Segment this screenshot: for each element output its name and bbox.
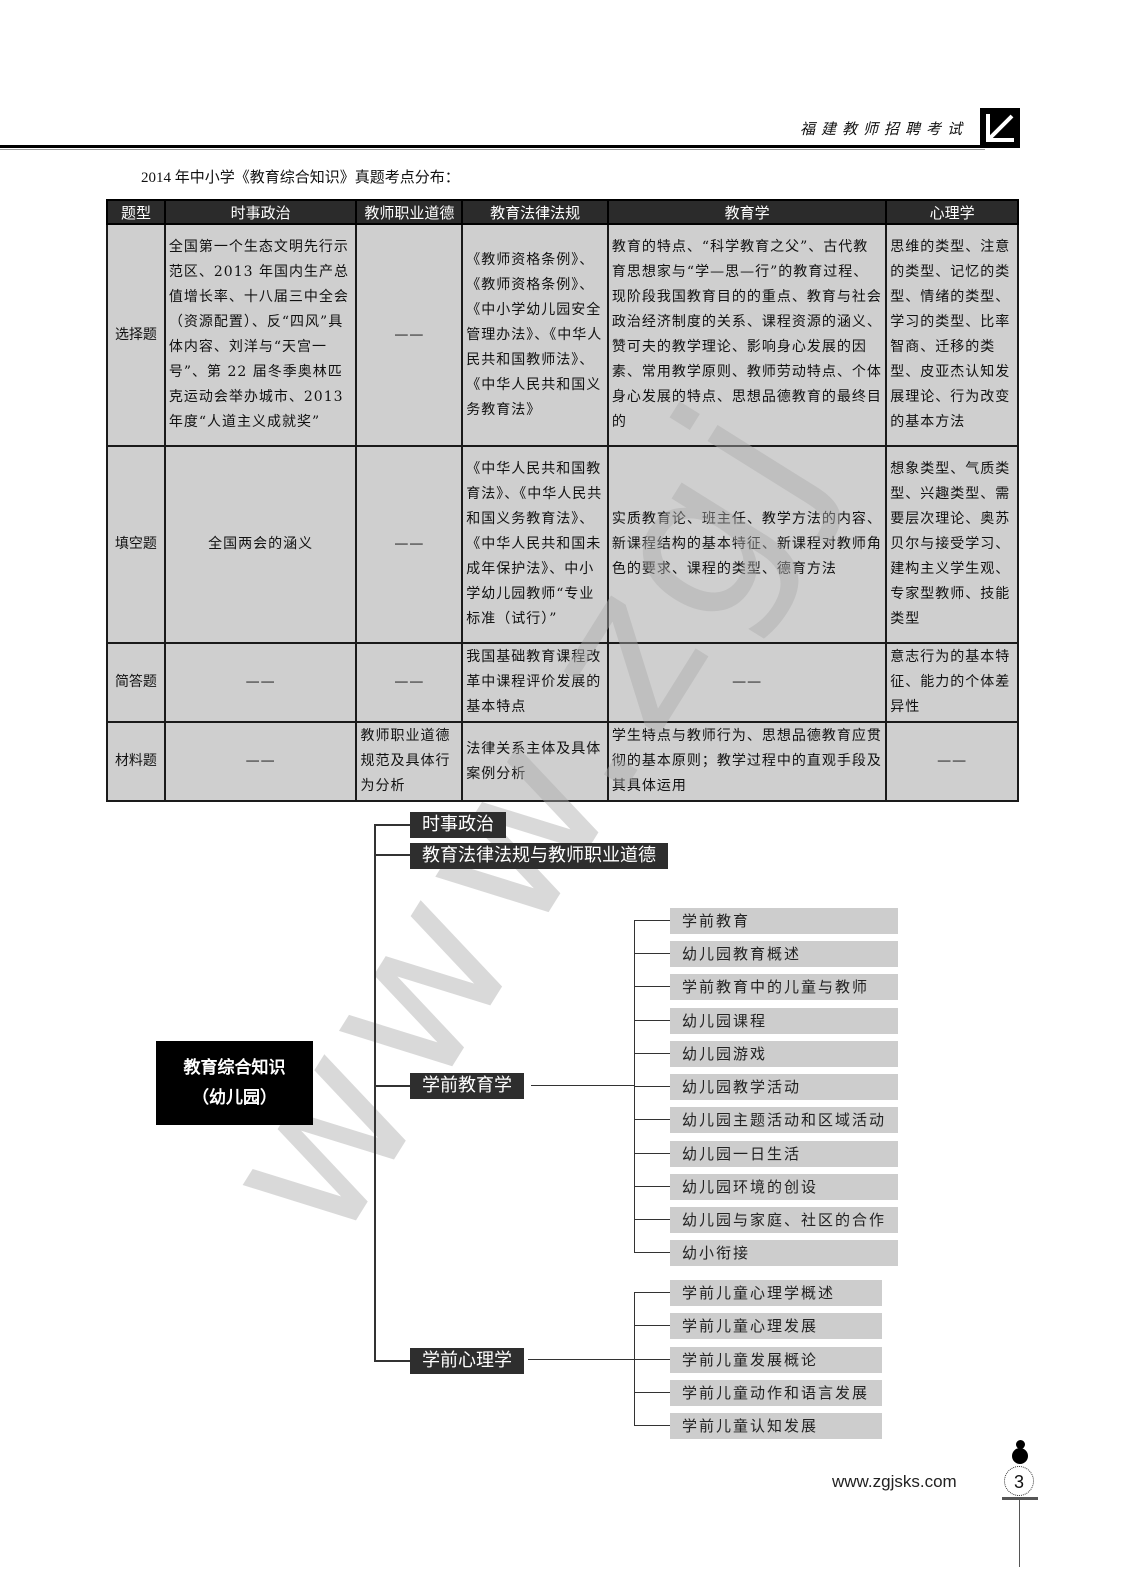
- connector: [374, 1085, 410, 1087]
- cell-psychology: ——: [885, 721, 1019, 802]
- cell-law: 我国基础教育课程改革中课程评价发展的基本特点: [461, 642, 609, 723]
- footer-url[interactable]: www.zgjsks.com: [832, 1472, 957, 1491]
- col-header-type: 题型: [106, 199, 166, 225]
- cell-psychology: 思维的类型、注意的类型、记忆的类型、情绪的类型、学习的类型、比率智商、迁移的类型…: [885, 223, 1019, 447]
- branch-preschool-psychology: 学前心理学: [410, 1348, 524, 1374]
- row-type: 简答题: [106, 642, 166, 723]
- connector: [374, 824, 410, 826]
- leaf: 学前儿童心理发展: [670, 1313, 882, 1339]
- connector: [531, 1085, 635, 1086]
- table-row: 材料题 —— 教师职业道德规范及具体行为分析 法律关系主体及具体案例分析 学生特…: [106, 721, 1019, 802]
- table-row: 简答题 —— —— 我国基础教育课程改革中课程评价发展的基本特点 —— 意志行为…: [106, 642, 1019, 723]
- cell-politics: ——: [163, 642, 358, 723]
- page-number: 3: [1004, 1466, 1034, 1496]
- leaf: 学前儿童动作和语言发展: [670, 1380, 882, 1406]
- cell-pedagogy: 实质教育论、班主任、教学方法的内容、新课程结构的基本特征、新课程对教师角色的要求…: [606, 445, 888, 644]
- cell-ethics: ——: [355, 445, 464, 644]
- cell-ethics: 教师职业道德规范及具体行为分析: [355, 721, 464, 802]
- mindmap-root: 教育综合知识 （幼儿园）: [156, 1041, 313, 1125]
- leaf: 幼儿园与家庭、社区的合作: [670, 1207, 898, 1233]
- col-header-psychology: 心理学: [885, 199, 1019, 225]
- cell-politics: ——: [163, 721, 358, 802]
- exam-distribution-table: 题型 时事政治 教师职业道德 教育法律法规 教育学 心理学 选择题 全国第一个生…: [106, 199, 1019, 802]
- mindmap-root-line1: 教育综合知识: [183, 1058, 286, 1078]
- header-rule-shadow: [0, 149, 985, 150]
- page-ornament-stem: [1019, 1497, 1020, 1567]
- leaf: 幼儿园环境的创设: [670, 1174, 898, 1200]
- table-row: 选择题 全国第一个生态文明先行示范区、2013 年国内生产总值增长率、十八届三中…: [106, 223, 1019, 447]
- cell-pedagogy: 教育的特点、“科学教育之父”、古代教育思想家与“学—思—行”的教育过程、现阶段我…: [606, 223, 888, 447]
- row-type: 选择题: [106, 223, 166, 447]
- leaf: 学前教育中的儿童与教师: [670, 974, 898, 1000]
- running-header-title: 福建教师招聘考试: [800, 120, 969, 138]
- col-header-pedagogy: 教育学: [606, 199, 888, 225]
- mindmap-root-line2: （幼儿园）: [192, 1088, 277, 1108]
- connector: [374, 1360, 410, 1362]
- row-type: 材料题: [106, 721, 166, 802]
- connector: [528, 1359, 635, 1360]
- page-ornament-dot-icon: [1012, 1448, 1028, 1464]
- page-ornament-dot-icon: [1016, 1440, 1025, 1449]
- col-header-politics: 时事政治: [163, 199, 358, 225]
- leaf: 幼儿园一日生活: [670, 1141, 898, 1167]
- leaf: 幼小衔接: [670, 1240, 898, 1266]
- cell-law: 《教师资格条例》、《教师资格条例》、《中小学幼儿园安全管理办法》、《中华人民共和…: [461, 223, 609, 447]
- leaf: 幼儿园主题活动和区域活动: [670, 1107, 898, 1133]
- leaf: 幼儿园教育概述: [670, 941, 898, 967]
- corner-arrow-logo-icon: [980, 108, 1020, 148]
- page-ornament-bar: [1002, 1497, 1038, 1500]
- cell-law: 法律关系主体及具体案例分析: [461, 721, 609, 802]
- col-header-ethics: 教师职业道德: [355, 199, 464, 225]
- subtree-line: [634, 1292, 635, 1425]
- cell-psychology: 意志行为的基本特征、能力的个体差异性: [885, 642, 1019, 723]
- col-header-law: 教育法律法规: [461, 199, 609, 225]
- branch-law-ethics: 教育法律法规与教师职业道德: [410, 843, 668, 869]
- leaf: 学前教育: [670, 908, 898, 934]
- leaf: 幼儿园游戏: [670, 1041, 898, 1067]
- trunk-line: [374, 824, 376, 1362]
- cell-politics: 全国两会的涵义: [163, 445, 358, 644]
- row-type: 填空题: [106, 445, 166, 644]
- cell-ethics: ——: [355, 223, 464, 447]
- cell-politics: 全国第一个生态文明先行示范区、2013 年国内生产总值增长率、十八届三中全会（资…: [163, 223, 358, 447]
- leaf: 学前儿童心理学概述: [670, 1280, 882, 1306]
- cell-law: 《中华人民共和国教育法》、《中华人民共和国义务教育法》、《中华人民共和国未成年保…: [461, 445, 609, 644]
- leaf: 幼儿园教学活动: [670, 1074, 898, 1100]
- leaf: 学前儿童发展概论: [670, 1347, 882, 1373]
- cell-ethics: ——: [355, 642, 464, 723]
- cell-pedagogy: ——: [606, 642, 888, 723]
- table-row: 填空题 全国两会的涵义 —— 《中华人民共和国教育法》、《中华人民共和国义务教育…: [106, 445, 1019, 644]
- cell-psychology: 想象类型、气质类型、兴趣类型、需要层次理论、奥苏贝尔与接受学习、建构主义学生观、…: [885, 445, 1019, 644]
- header-rule: [0, 145, 985, 148]
- table-header-row: 题型 时事政治 教师职业道德 教育法律法规 教育学 心理学: [106, 199, 1019, 225]
- branch-politics: 时事政治: [410, 812, 506, 838]
- leaf: 幼儿园课程: [670, 1008, 898, 1034]
- leaf: 学前儿童认知发展: [670, 1413, 882, 1439]
- table-intro: 2014 年中小学《教育综合知识》真题考点分布：: [141, 170, 460, 186]
- branch-preschool-education: 学前教育学: [410, 1073, 524, 1099]
- connector: [374, 854, 410, 856]
- cell-pedagogy: 学生特点与教师行为、思想品德教育应贯彻的基本原则；教学过程中的直观手段及其具体运…: [606, 721, 888, 802]
